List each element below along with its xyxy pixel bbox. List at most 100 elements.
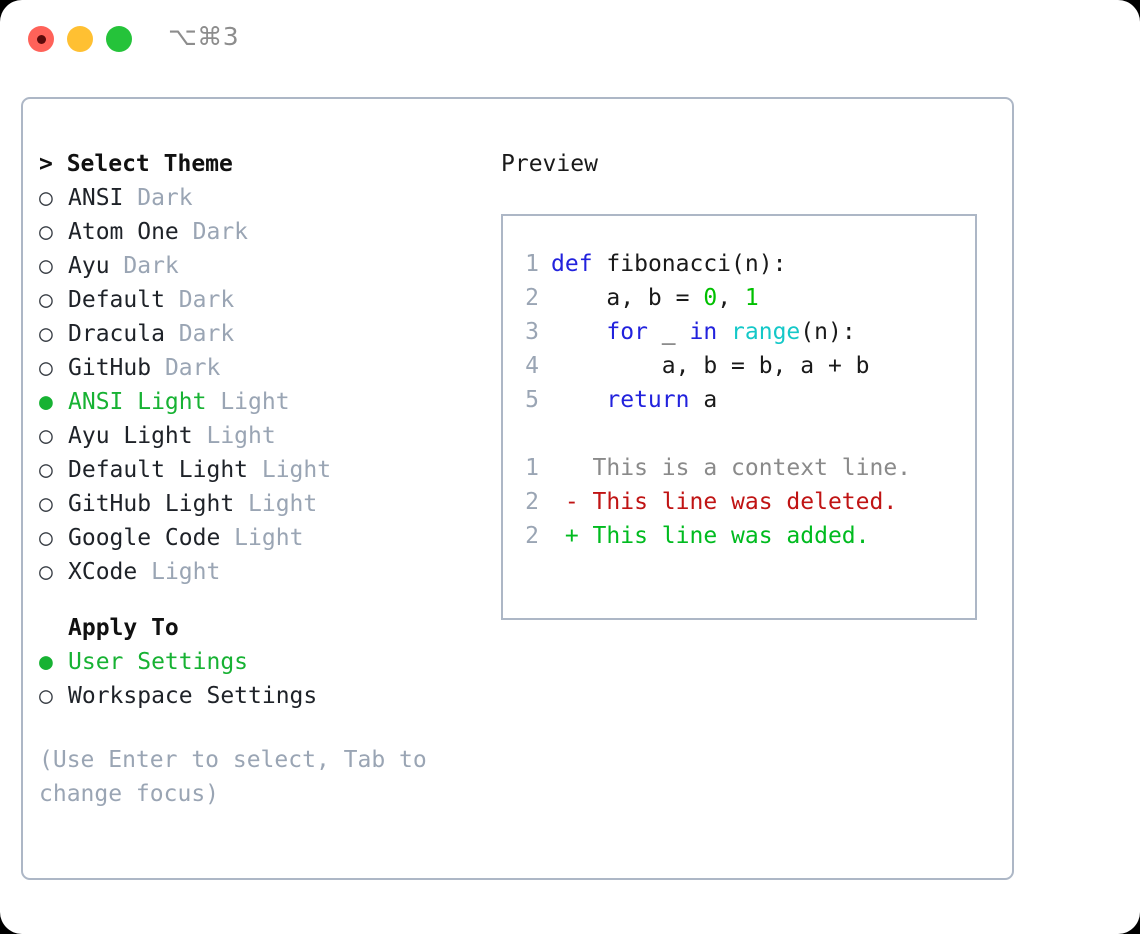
keyboard-shortcut-label: ⌥⌘3 [168, 22, 240, 51]
code-token: , [717, 285, 745, 311]
diff-line: 1 This is a context line. [513, 451, 975, 485]
code-token [593, 251, 607, 277]
apply-to-option[interactable]: ○ Workspace Settings [39, 679, 479, 713]
theme-name: Dracula [68, 321, 165, 347]
radio-unselected-icon[interactable]: ○ [39, 321, 53, 347]
code-token: (n): [800, 319, 856, 345]
radio-unselected-icon[interactable]: ○ [39, 559, 53, 585]
radio-unselected-icon[interactable]: ○ [39, 287, 53, 313]
code-token: (n): [731, 251, 787, 277]
code-token: 0 [703, 285, 718, 311]
theme-kind-label: Light [248, 457, 332, 483]
code-line: 3 for _ in range(n): [513, 315, 975, 349]
theme-list-item[interactable]: ○ Default Dark [39, 283, 479, 317]
keyboard-hint-text: (Use Enter to select, Tab to change focu… [39, 747, 427, 807]
code-token: return [606, 387, 690, 413]
apply-to-option[interactable]: ●User Settings [39, 645, 479, 679]
theme-name: Default Light [68, 457, 249, 483]
theme-name: Ayu [68, 253, 110, 279]
radio-unselected-icon[interactable]: ○ [39, 423, 53, 449]
code-token: _ [647, 319, 690, 345]
diff-text: This line was deleted. [592, 489, 898, 515]
theme-picker-panel: > Select Theme ○ANSI Dark○Atom One Dark○… [21, 97, 1014, 880]
title-bar: ⌥⌘3 [0, 0, 1140, 78]
theme-selection-column: > Select Theme ○ANSI Dark○Atom One Dark○… [39, 147, 479, 811]
diff-marker: - [551, 489, 593, 515]
diff-line: 2 + This line was added. [513, 519, 975, 553]
theme-kind-label: Dark [164, 287, 235, 313]
line-number: 4 [525, 353, 539, 379]
radio-unselected-icon[interactable]: ○ [39, 525, 53, 551]
theme-name: Ayu Light [68, 423, 193, 449]
code-token [717, 319, 731, 345]
theme-list-item[interactable]: ○ Ayu Light Light [39, 419, 479, 453]
theme-name: Google Code [68, 525, 221, 551]
theme-list-item[interactable]: ○ANSI Dark [39, 181, 479, 215]
spacer [39, 589, 479, 611]
theme-kind-label: Light [206, 389, 290, 415]
radio-unselected-icon[interactable]: ○ [39, 253, 53, 279]
code-token [551, 319, 606, 345]
theme-kind-label: Dark [151, 355, 221, 381]
theme-list-item[interactable]: ○GitHub Light Light [39, 487, 479, 521]
theme-name: Default [68, 287, 165, 313]
diff-line: 2 - This line was deleted. [513, 485, 975, 519]
diff-sample: 1 This is a context line.2 - This line w… [513, 451, 975, 553]
select-theme-header: > Select Theme [39, 151, 233, 177]
radio-unselected-icon[interactable]: ○ [39, 491, 53, 517]
theme-list-item[interactable]: ○ XCode Light [39, 555, 479, 589]
code-token: def [551, 251, 593, 277]
preview-label: Preview [501, 151, 598, 177]
line-number: 3 [525, 319, 539, 345]
theme-kind-label: Light [192, 423, 276, 449]
theme-list-item[interactable]: ○ GitHub Dark [39, 351, 479, 385]
theme-kind-label: Dark [109, 253, 179, 279]
code-token: 1 [744, 285, 759, 311]
radio-selected-icon[interactable]: ● [39, 649, 53, 675]
code-line: 1 def fibonacci(n): [513, 247, 975, 281]
code-token: a, b = b, a + b [551, 353, 870, 379]
theme-list-item[interactable]: ○Dracula Dark [39, 317, 479, 351]
line-number: 2 [525, 285, 539, 311]
close-window-icon[interactable] [28, 26, 54, 52]
code-line: 2 a, b = 0, 1 [513, 281, 975, 315]
theme-kind-label: Light [234, 491, 318, 517]
theme-list-item[interactable]: ●ANSI Light Light [39, 385, 479, 419]
theme-name: GitHub [68, 355, 152, 381]
theme-list-item[interactable]: ○ Ayu Dark [39, 249, 479, 283]
spacer [513, 417, 975, 451]
diff-text: This is a context line. [592, 455, 912, 481]
theme-list-item[interactable]: ○Google Code Light [39, 521, 479, 555]
maximize-window-icon[interactable] [106, 26, 132, 52]
theme-kind-label: Dark [123, 185, 193, 211]
line-number: 2 [525, 489, 539, 515]
line-number: 2 [525, 523, 539, 549]
code-token: fibonacci [606, 251, 732, 277]
radio-unselected-icon[interactable]: ○ [39, 185, 53, 211]
theme-kind-label: Light [137, 559, 221, 585]
radio-unselected-icon[interactable]: ○ [39, 457, 53, 483]
code-token: a [689, 387, 718, 413]
radio-selected-icon[interactable]: ● [39, 389, 53, 415]
code-token: in [689, 319, 718, 345]
radio-unselected-icon[interactable]: ○ [39, 683, 53, 709]
apply-to-label: Workspace Settings [68, 683, 318, 709]
line-number: 1 [525, 455, 539, 481]
code-token [551, 387, 606, 413]
theme-list-item[interactable]: ○Atom One Dark [39, 215, 479, 249]
theme-name: XCode [68, 559, 138, 585]
diff-marker: + [551, 523, 593, 549]
diff-text: This line was added. [592, 523, 870, 549]
theme-list-item[interactable]: ○ Default Light Light [39, 453, 479, 487]
code-token: a, b = [551, 285, 704, 311]
radio-unselected-icon[interactable]: ○ [39, 355, 53, 381]
line-number: 1 [525, 251, 539, 277]
theme-name: Atom One [68, 219, 179, 245]
code-token: for [606, 319, 648, 345]
radio-unselected-icon[interactable]: ○ [39, 219, 53, 245]
minimize-window-icon[interactable] [67, 26, 93, 52]
code-line: 4 a, b = b, a + b [513, 349, 975, 383]
